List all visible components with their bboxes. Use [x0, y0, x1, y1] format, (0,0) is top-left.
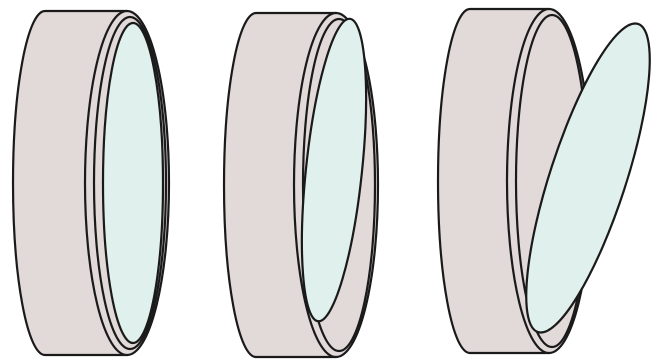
panel-lid-open	[438, 9, 663, 353]
glass-lid	[103, 23, 163, 343]
panel-lid-tilting	[224, 13, 378, 357]
panel-lid-closed	[13, 11, 169, 355]
